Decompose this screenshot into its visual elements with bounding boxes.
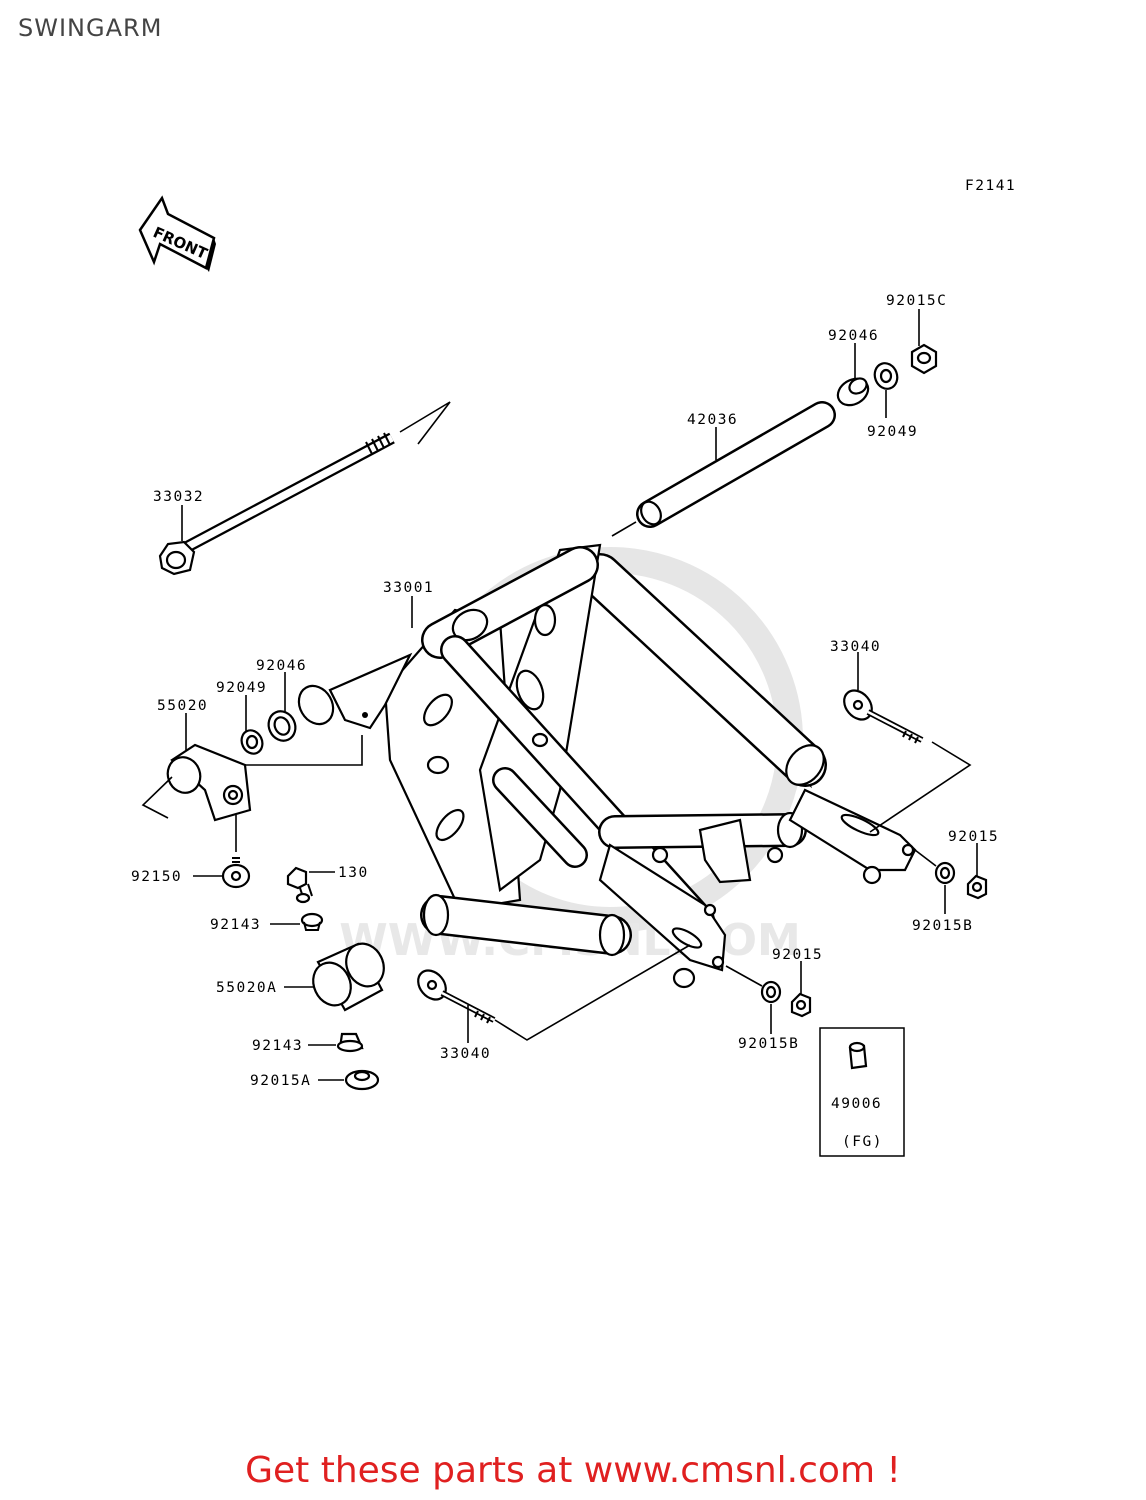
collar-lower-bracket	[672, 967, 696, 989]
label-92015B-right: 92015B	[912, 918, 973, 934]
nut-92015C	[910, 343, 938, 375]
label-55020: 55020	[157, 698, 208, 714]
washer-92049-left	[240, 729, 264, 755]
pipe-42036	[611, 401, 836, 537]
collar-92143-top	[300, 912, 324, 931]
washer-92049-top	[873, 362, 899, 390]
label-92143-top: 92143	[210, 917, 261, 933]
label-130: 130	[338, 865, 369, 881]
nut-92015-right	[966, 874, 988, 900]
clamp-55020	[141, 735, 363, 822]
label-49006: 49006	[831, 1096, 882, 1112]
collar-92046-top	[836, 377, 870, 407]
axle-bolt-33032	[158, 401, 451, 576]
label-33040-right: 33040	[830, 639, 881, 655]
label-92049-left: 92049	[216, 680, 267, 696]
front-arrow-icon: FRONT	[138, 195, 216, 272]
label-92015A: 92015A	[250, 1073, 311, 1089]
footer-link[interactable]: Get these parts at www.cmsnl.com !	[245, 1450, 901, 1491]
nut-92015-bottom	[790, 992, 812, 1018]
label-92046-left: 92046	[256, 658, 307, 674]
label-92150: 92150	[131, 869, 182, 885]
collar-92046-left	[267, 710, 297, 742]
label-92015-bottom: 92015	[772, 947, 823, 963]
label-33032: 33032	[153, 489, 204, 505]
page-title: SWINGARM	[18, 14, 163, 42]
nut-92015B-bottom	[725, 965, 782, 1004]
label-92143-bottom: 92143	[252, 1038, 303, 1054]
nut-92015A	[344, 1069, 380, 1091]
label-42036: 42036	[687, 412, 738, 428]
label-92015-right: 92015	[948, 829, 999, 845]
label-fg: (FG)	[842, 1134, 883, 1150]
bolt-130	[286, 866, 313, 904]
label-33001: 33001	[383, 580, 434, 596]
inset-box-49006: 49006 (FG)	[819, 1027, 905, 1157]
label-92015B-bottom: 92015B	[738, 1036, 799, 1052]
figure-code: F2141	[965, 178, 1016, 194]
label-55020A: 55020A	[216, 980, 277, 996]
label-92046-top: 92046	[828, 328, 879, 344]
chain-adjuster-33040-right	[843, 689, 972, 833]
bolt-92150	[221, 815, 251, 889]
nut-92015B-right	[914, 849, 956, 885]
collar-92143-bottom	[336, 1032, 364, 1053]
label-92049-top: 92049	[867, 424, 918, 440]
label-33040-bottom: 33040	[440, 1046, 491, 1062]
label-92015C: 92015C	[886, 293, 947, 309]
sleeve-55020A	[312, 942, 385, 1012]
swingarm-33001	[297, 543, 917, 972]
